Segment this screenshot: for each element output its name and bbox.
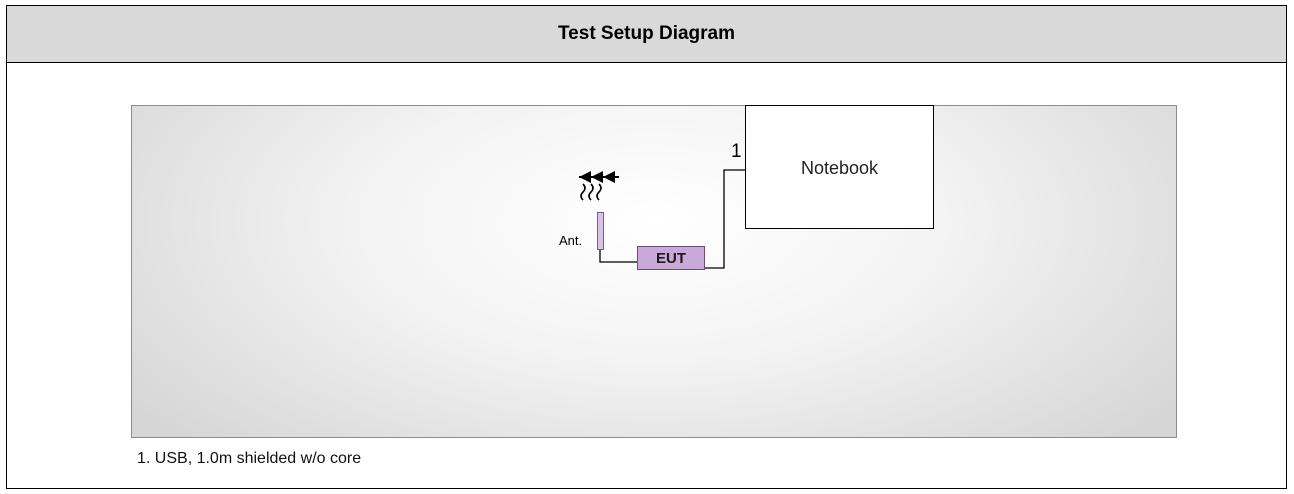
- usb-cable-line: [705, 169, 745, 269]
- connection-wires: [599, 169, 745, 269]
- eut-label: EUT: [656, 249, 686, 267]
- header-bar: Test Setup Diagram: [7, 6, 1286, 63]
- port-label: 1: [731, 141, 742, 162]
- antenna: [597, 212, 604, 250]
- eut-box: EUT: [637, 246, 705, 270]
- diagram-frame: Test Setup Diagram Ant. EUT 1 Noteboo: [6, 5, 1287, 489]
- antenna-cable-line: [599, 250, 637, 263]
- setup-diagram-canvas: Ant. EUT 1 Notebook: [131, 105, 1177, 438]
- antenna-label: Ant.: [559, 233, 583, 248]
- cable-note: 1. USB, 1.0m shielded w/o core: [137, 450, 362, 467]
- radio-waves-icon: [579, 171, 619, 201]
- notebook-label: Notebook: [800, 158, 879, 178]
- notebook-box: Notebook: [745, 105, 934, 229]
- page-title: Test Setup Diagram: [557, 23, 736, 44]
